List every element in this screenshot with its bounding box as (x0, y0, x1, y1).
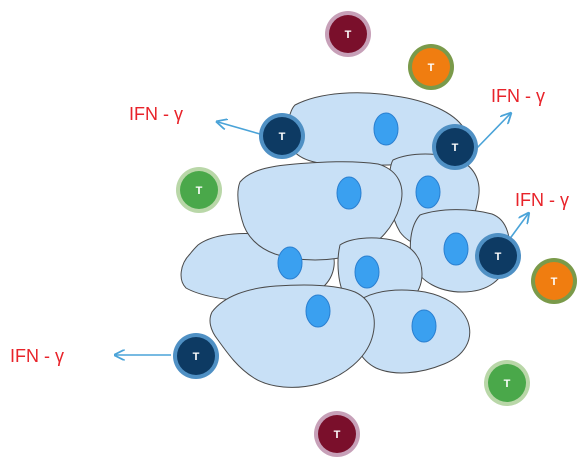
t-cell-core (479, 237, 517, 275)
nucleus-group (277, 112, 469, 343)
t-cell-letter: T (452, 142, 459, 154)
nucleus (443, 232, 469, 266)
ifn-gamma-label: IFN - γ (515, 190, 569, 210)
t-cell-core (263, 117, 301, 155)
t-cell-letter: T (334, 429, 341, 441)
nucleus (373, 112, 399, 146)
t-cell-dark-blue: T (432, 124, 478, 170)
nucleus (411, 309, 437, 343)
nucleus (336, 176, 362, 210)
t-cell-letter: T (495, 251, 502, 263)
t-cell-dark-blue: T (173, 333, 219, 379)
nucleus (305, 294, 331, 328)
t-cell-letter: T (345, 29, 352, 41)
t-cell-letter: T (279, 131, 286, 143)
ifn-gamma-label: IFN - γ (129, 104, 183, 124)
t-cell-core (180, 171, 218, 209)
t-cell-letter: T (193, 351, 200, 363)
t-cell-dark-blue: T (475, 233, 521, 279)
t-cell-letter: T (504, 378, 511, 390)
t-cell-maroon: T (325, 11, 371, 57)
t-cell-letter: T (428, 62, 435, 74)
t-cell-letter: T (551, 276, 558, 288)
ifn-gamma-arrow (218, 122, 261, 135)
t-cell-core (329, 15, 367, 53)
t-cell-orange: T (408, 44, 454, 90)
t-cell-letter: T (196, 185, 203, 197)
tumor-cell (237, 161, 403, 261)
t-cell-maroon: T (314, 411, 360, 457)
t-cell-green: T (176, 167, 222, 213)
t-cell-orange: T (531, 258, 577, 304)
t-cell-dark-blue: T (259, 113, 305, 159)
t-cell-core (177, 337, 215, 375)
t-cells: T T T T T T T T T T (173, 11, 577, 457)
t-cell-core (535, 262, 573, 300)
nucleus (277, 246, 303, 280)
ifn-gamma-label: IFN - γ (10, 346, 64, 366)
ifn-gamma-label: IFN - γ (491, 86, 545, 106)
nucleus (415, 175, 441, 209)
t-cell-core (318, 415, 356, 453)
t-cell-core (488, 364, 526, 402)
t-cell-core (436, 128, 474, 166)
t-cell-green: T (484, 360, 530, 406)
t-cell-core (412, 48, 450, 86)
nucleus (354, 255, 380, 289)
ifn-gamma-arrow (475, 114, 510, 150)
tumor-cell (209, 284, 375, 388)
